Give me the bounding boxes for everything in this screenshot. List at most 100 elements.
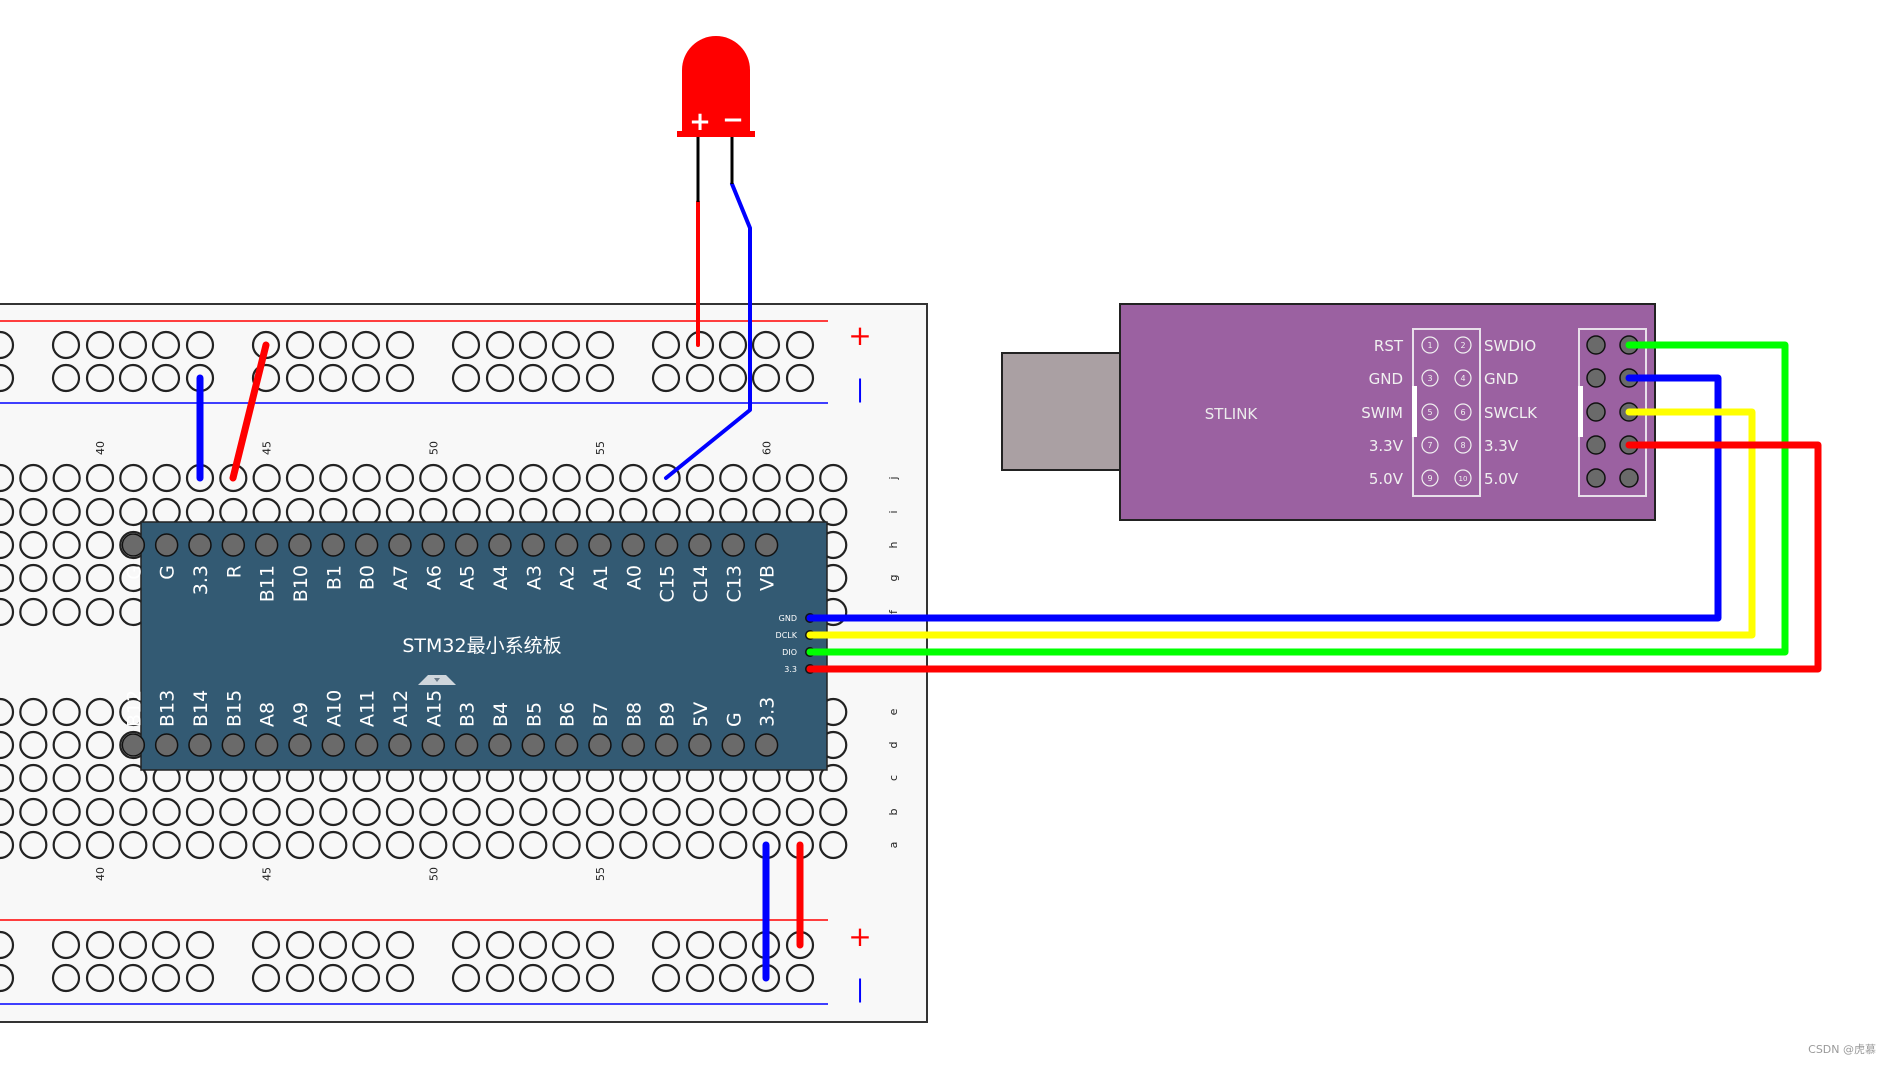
stm32-pin[interactable] [588,533,612,557]
stm32-pin[interactable] [754,733,779,757]
breadboard-hole[interactable] [285,797,315,827]
rail-hole[interactable] [685,963,715,993]
breadboard-hole[interactable] [52,563,81,593]
breadboard-hole[interactable] [19,830,48,860]
stm32-pin[interactable] [121,533,146,557]
stm32-pin[interactable] [521,733,546,757]
breadboard-hole[interactable] [652,463,681,493]
breadboard-hole[interactable] [519,797,548,827]
rail-hole[interactable] [485,330,515,360]
stm32-pin[interactable] [321,733,346,757]
stm32-pin[interactable] [754,533,779,557]
breadboard-hole[interactable] [85,697,115,727]
rail-hole[interactable] [318,363,348,393]
breadboard-hole[interactable] [519,830,548,860]
rail-hole[interactable] [85,963,115,993]
rail-hole[interactable] [51,363,81,393]
breadboard-hole[interactable] [719,830,748,860]
rail-hole[interactable] [351,330,381,360]
rail-hole[interactable] [585,963,615,993]
rail-hole[interactable] [451,330,481,360]
breadboard-hole[interactable] [19,497,48,527]
rail-hole[interactable] [518,330,548,360]
breadboard-hole[interactable] [785,797,815,827]
breadboard-hole[interactable] [0,463,15,493]
breadboard-hole[interactable] [0,497,15,527]
breadboard-hole[interactable] [452,797,481,827]
breadboard-hole[interactable] [0,530,15,560]
rail-hole[interactable] [318,330,348,360]
breadboard-hole[interactable] [419,463,448,493]
rail-hole[interactable] [451,930,481,960]
rail-hole[interactable] [485,930,515,960]
rail-hole[interactable] [451,963,481,993]
rail-hole[interactable] [318,963,348,993]
breadboard-hole[interactable] [85,763,115,793]
breadboard-hole[interactable] [0,797,15,827]
breadboard-hole[interactable] [52,830,81,860]
rail-hole[interactable] [485,963,515,993]
stm32-pin[interactable] [488,533,512,557]
stm32-pin[interactable] [688,533,712,557]
rail-hole[interactable] [551,330,581,360]
breadboard-hole[interactable] [485,830,515,860]
stm32-pin[interactable] [421,533,446,557]
rail-hole[interactable] [351,363,381,393]
rail-hole[interactable] [151,330,181,360]
rail-hole[interactable] [585,330,615,360]
stm32-pin[interactable] [388,733,412,757]
stm32-pin[interactable] [654,533,679,557]
breadboard-hole[interactable] [185,797,215,827]
rail-hole[interactable] [251,363,281,393]
rail-hole[interactable] [151,930,181,960]
breadboard-hole[interactable] [352,797,381,827]
breadboard-hole[interactable] [252,797,281,827]
stlink-header-pin[interactable] [1586,435,1606,455]
breadboard-hole[interactable] [85,597,115,627]
stlink-header-pin[interactable] [1586,402,1606,422]
breadboard-hole[interactable] [819,463,848,493]
wire-vcc[interactable] [806,441,1822,673]
rail-hole[interactable] [351,963,381,993]
stm32-pin[interactable] [454,733,479,757]
breadboard-hole[interactable] [0,563,15,593]
stm32-pin[interactable] [454,533,479,557]
breadboard-hole[interactable] [619,797,648,827]
breadboard-hole[interactable] [719,797,748,827]
stm32-pin[interactable] [221,533,246,557]
breadboard-hole[interactable] [319,797,348,827]
breadboard-hole[interactable] [552,797,581,827]
rail-hole[interactable] [385,930,415,960]
rail-hole[interactable] [51,330,81,360]
breadboard-hole[interactable] [452,463,481,493]
rail-hole[interactable] [518,363,548,393]
rail-hole[interactable] [385,363,415,393]
breadboard-hole[interactable] [0,597,15,627]
rail-hole[interactable] [0,963,15,993]
breadboard-hole[interactable] [319,463,348,493]
breadboard-hole[interactable] [52,497,81,527]
rail-hole[interactable] [518,930,548,960]
rail-hole[interactable] [351,930,381,960]
breadboard-hole[interactable] [85,730,115,760]
breadboard-hole[interactable] [419,797,448,827]
breadboard-hole[interactable] [52,697,81,727]
rail-hole[interactable] [551,930,581,960]
breadboard-hole[interactable] [19,730,48,760]
stm32-pin[interactable] [621,733,646,757]
stm32-pin[interactable] [188,733,212,757]
breadboard-hole[interactable] [185,830,215,860]
breadboard-hole[interactable] [819,497,848,527]
breadboard-hole[interactable] [319,830,348,860]
rail-hole[interactable] [85,363,115,393]
rail-hole[interactable] [485,363,515,393]
breadboard-hole[interactable] [52,797,81,827]
rail-hole[interactable] [118,930,148,960]
breadboard-hole[interactable] [385,797,415,827]
rail-hole[interactable] [785,963,815,993]
stm32-pin[interactable] [654,733,679,757]
breadboard-hole[interactable] [152,797,181,827]
stm32-pin[interactable] [254,533,279,557]
rail-hole[interactable] [385,330,415,360]
rail-hole[interactable] [718,330,748,360]
